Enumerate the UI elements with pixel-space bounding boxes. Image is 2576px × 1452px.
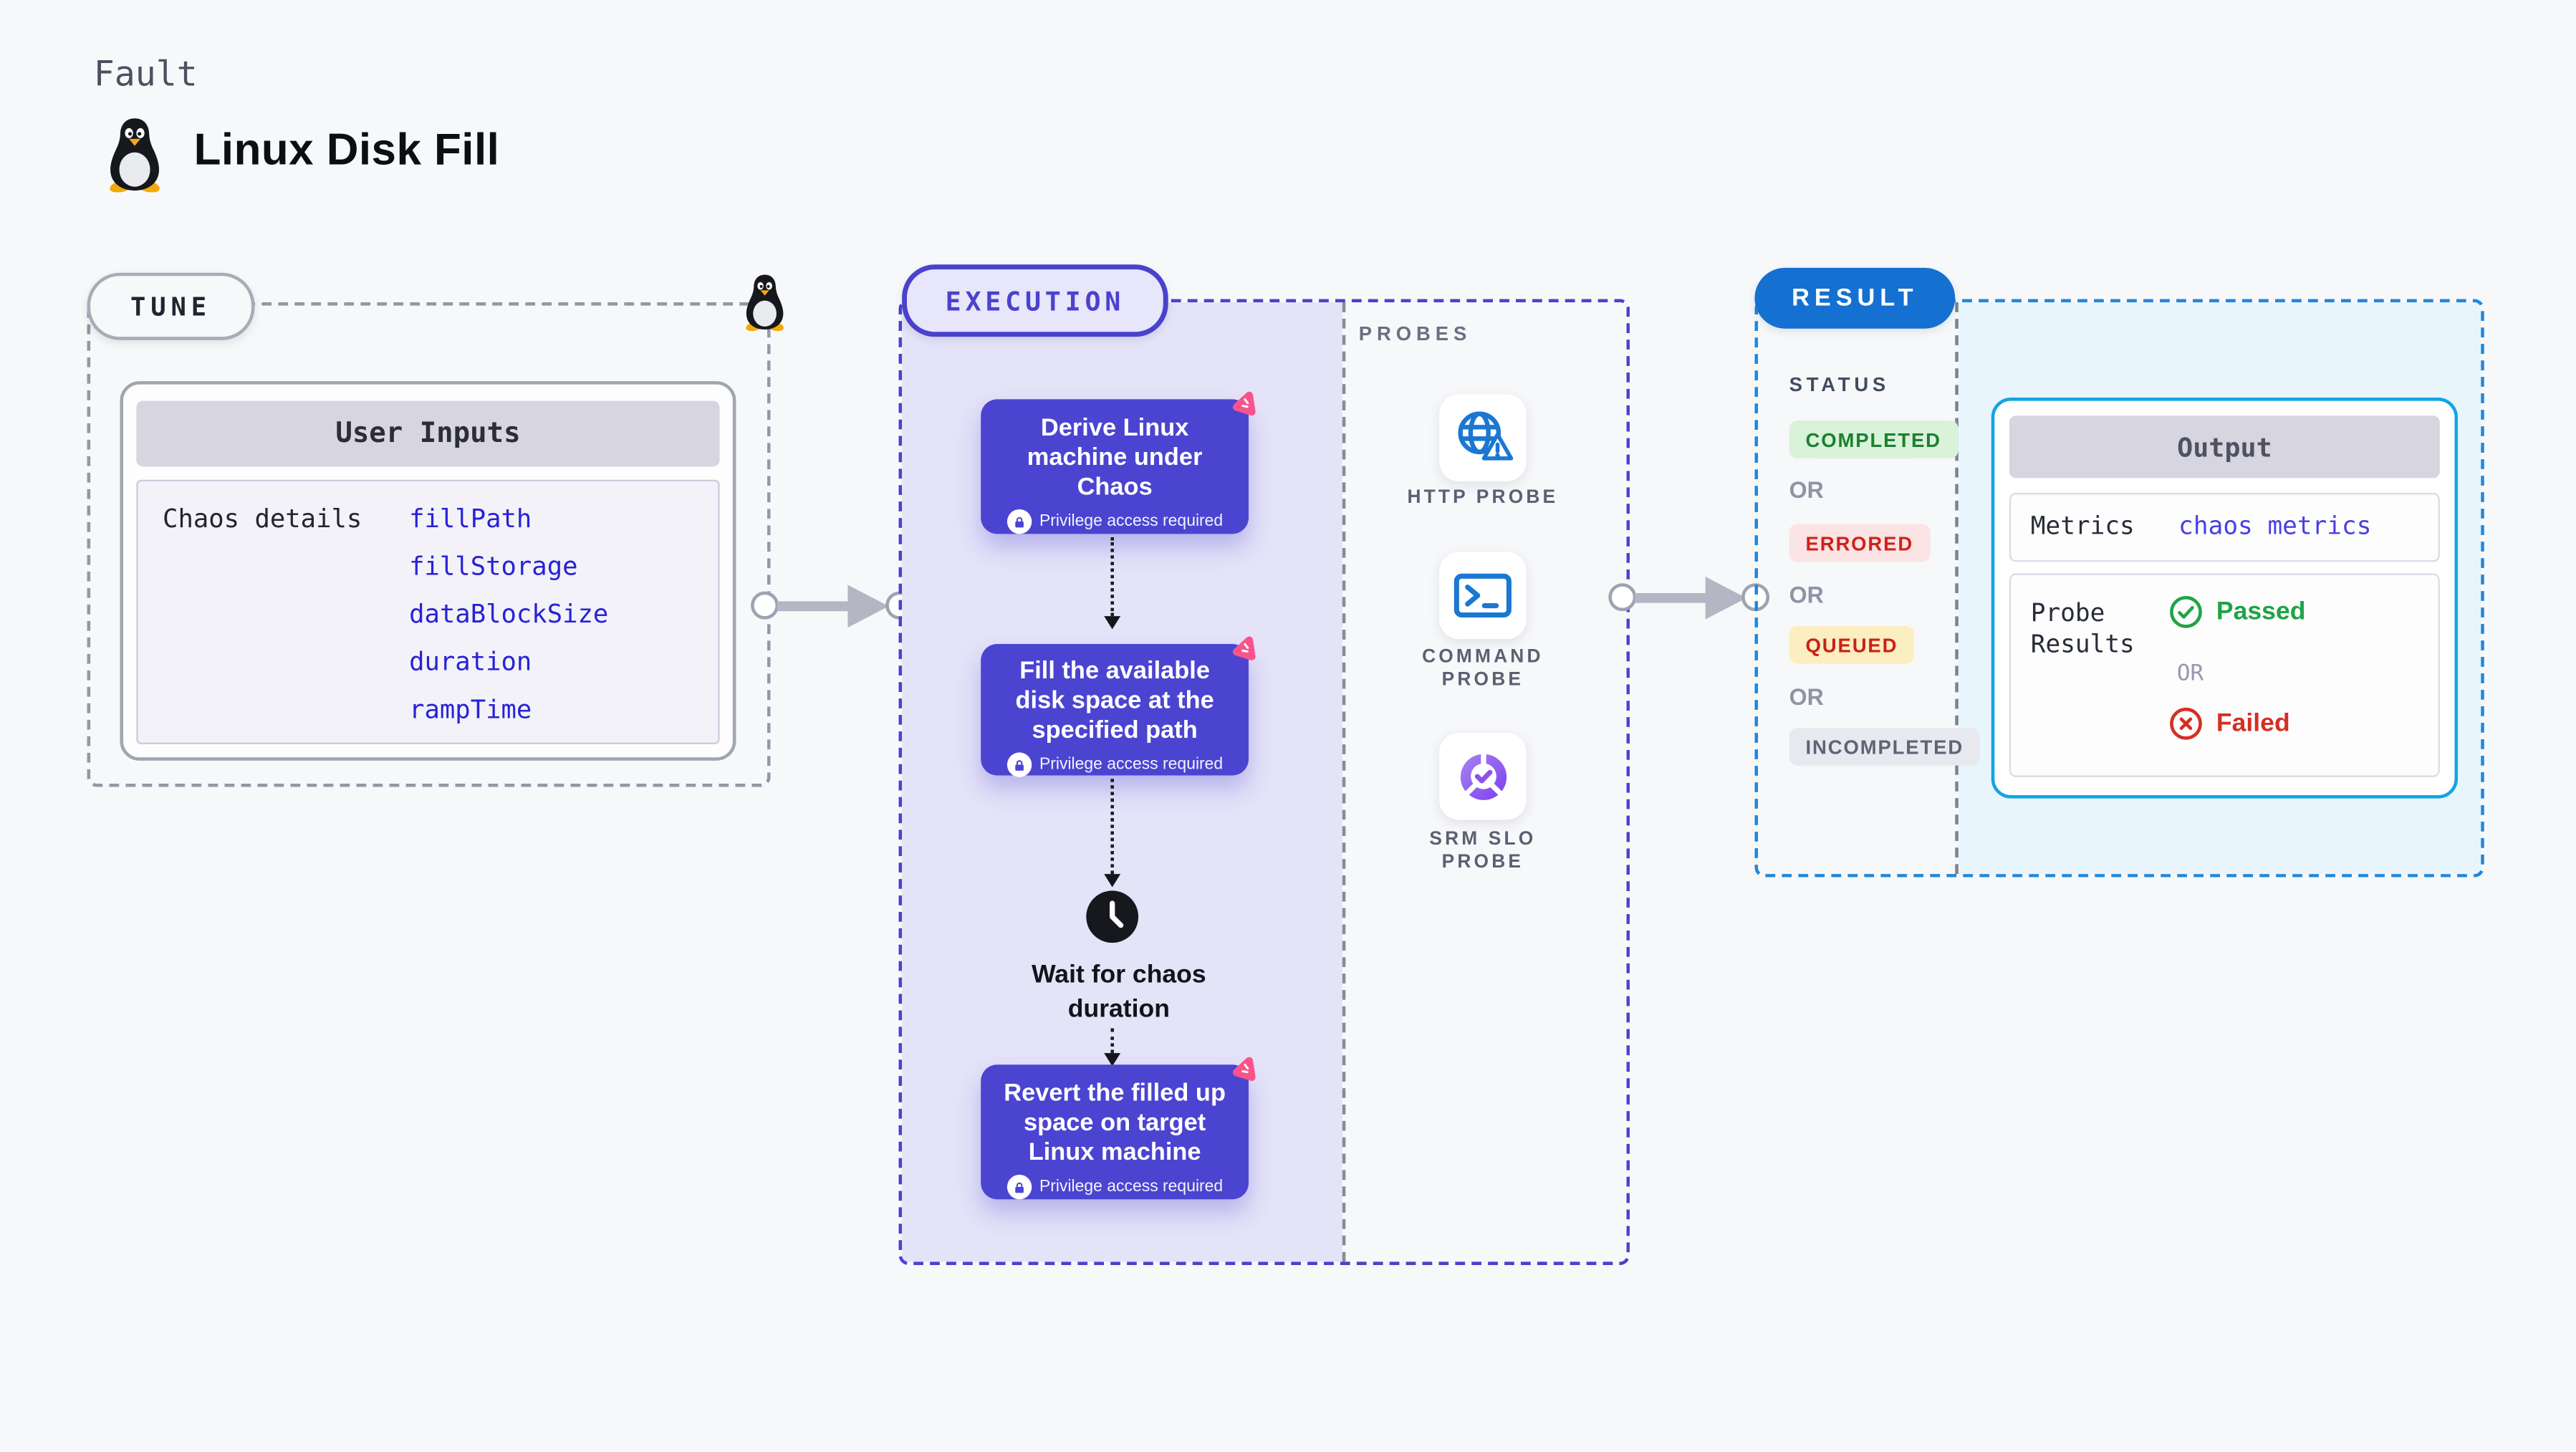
passed-check-icon [2170, 595, 2202, 628]
result-badge: RESULT [1754, 267, 1956, 329]
execution-badge: EXECUTION [902, 264, 1168, 337]
param-link-fillstorage[interactable]: fillStorage [409, 552, 578, 582]
output-header: Output [2009, 415, 2440, 479]
param-link-datablocksize[interactable]: dataBlockSize [409, 600, 609, 630]
command-probe-card[interactable] [1439, 552, 1527, 640]
status-badge-incompleted: INCOMPLETED [1789, 728, 1980, 766]
step-line: Revert the filled up [1004, 1079, 1226, 1107]
result-divider [1955, 302, 1959, 875]
wait-step-label: Wait for chaos duration [1032, 961, 1206, 1024]
failed-label: Failed [2216, 709, 2290, 738]
lock-icon [1006, 752, 1032, 777]
param-link-ramptime[interactable]: rampTime [409, 695, 532, 725]
passed-label: Passed [2216, 597, 2306, 626]
user-inputs-body: Chaos details fillPath fillStorage dataB… [136, 479, 720, 744]
step-card-revert-space[interactable]: Revert the filled up space on target Lin… [981, 1057, 1256, 1200]
srm-slo-probe-icon [1459, 751, 1506, 799]
metrics-label: Metrics [2030, 511, 2135, 541]
step-line: Fill the available [1019, 657, 1211, 686]
or-separator: OR [1789, 476, 1824, 503]
output-card: Output Metrics chaos metrics Probe Resul… [1991, 398, 2459, 799]
connector-dot [751, 591, 779, 620]
clock-icon [1086, 890, 1139, 943]
page-title: Linux Disk Fill [193, 125, 500, 175]
step-line: Derive Linux [1040, 413, 1189, 442]
http-probe-card[interactable] [1439, 394, 1527, 481]
lock-icon [1006, 509, 1032, 534]
tune-badge: TUNE [87, 272, 255, 340]
tux-penguin-small-icon [746, 274, 784, 332]
chaos-fault-icon [1232, 391, 1256, 416]
step-line: disk space at the [1015, 686, 1214, 715]
tux-penguin-icon [110, 118, 160, 193]
command-probe-icon [1453, 573, 1512, 618]
status-badge-completed: COMPLETED [1789, 420, 1958, 458]
tune-section [87, 302, 771, 787]
srm-slo-probe-card[interactable] [1439, 732, 1527, 820]
user-inputs-table: User Inputs Chaos details fillPath fillS… [120, 381, 736, 761]
failed-x-icon [2170, 707, 2202, 740]
step-card-derive-machine[interactable]: Derive Linux machine under Chaos Privile… [981, 391, 1256, 534]
probes-pane [1342, 302, 1627, 1262]
chaos-details-label: Chaos details [163, 504, 362, 534]
http-probe-icon [1457, 410, 1513, 460]
status-badge-queued: QUEUED [1789, 625, 1915, 664]
user-inputs-header: User Inputs [136, 400, 720, 467]
param-link-duration[interactable]: duration [409, 647, 532, 677]
privilege-note: Privilege access required [1039, 756, 1224, 774]
lock-icon [1006, 1174, 1032, 1200]
chaos-metrics-link[interactable]: chaos metrics [2178, 511, 2372, 541]
chaos-fault-icon [1232, 1057, 1256, 1082]
or-separator: OR [1789, 683, 1824, 710]
step-card-fill-disk[interactable]: Fill the available disk space at the spe… [981, 636, 1256, 777]
result-section: STATUS COMPLETED OR ERRORED OR QUEUED OR… [1754, 299, 2484, 878]
metrics-row: Metrics chaos metrics [2009, 493, 2440, 562]
chaos-fault-icon [1232, 636, 1256, 660]
step-line: machine under [1027, 443, 1203, 472]
status-label: STATUS [1789, 372, 1890, 396]
fault-kicker: Fault [93, 54, 198, 94]
connector-dot [1608, 583, 1637, 612]
probe-results-row: Probe Results Passed OR Failed [2009, 573, 2440, 777]
param-link-fillpath[interactable]: fillPath [409, 504, 532, 534]
step-line: specified path [1032, 716, 1198, 744]
status-badge-errored: ERRORED [1789, 524, 1930, 562]
privilege-note: Privilege access required [1039, 512, 1224, 531]
privilege-note: Privilege access required [1039, 1178, 1224, 1196]
or-separator: OR [2176, 660, 2204, 687]
step-line: Chaos [1077, 473, 1153, 501]
step-line: space on target [1023, 1109, 1206, 1138]
or-separator: OR [1789, 581, 1824, 608]
probe-results-label: Probe Results [2030, 597, 2135, 659]
probes-label: PROBES [1358, 322, 1472, 345]
http-probe-label: HTTP PROBE [1407, 488, 1559, 508]
step-line: Linux machine [1028, 1138, 1201, 1167]
